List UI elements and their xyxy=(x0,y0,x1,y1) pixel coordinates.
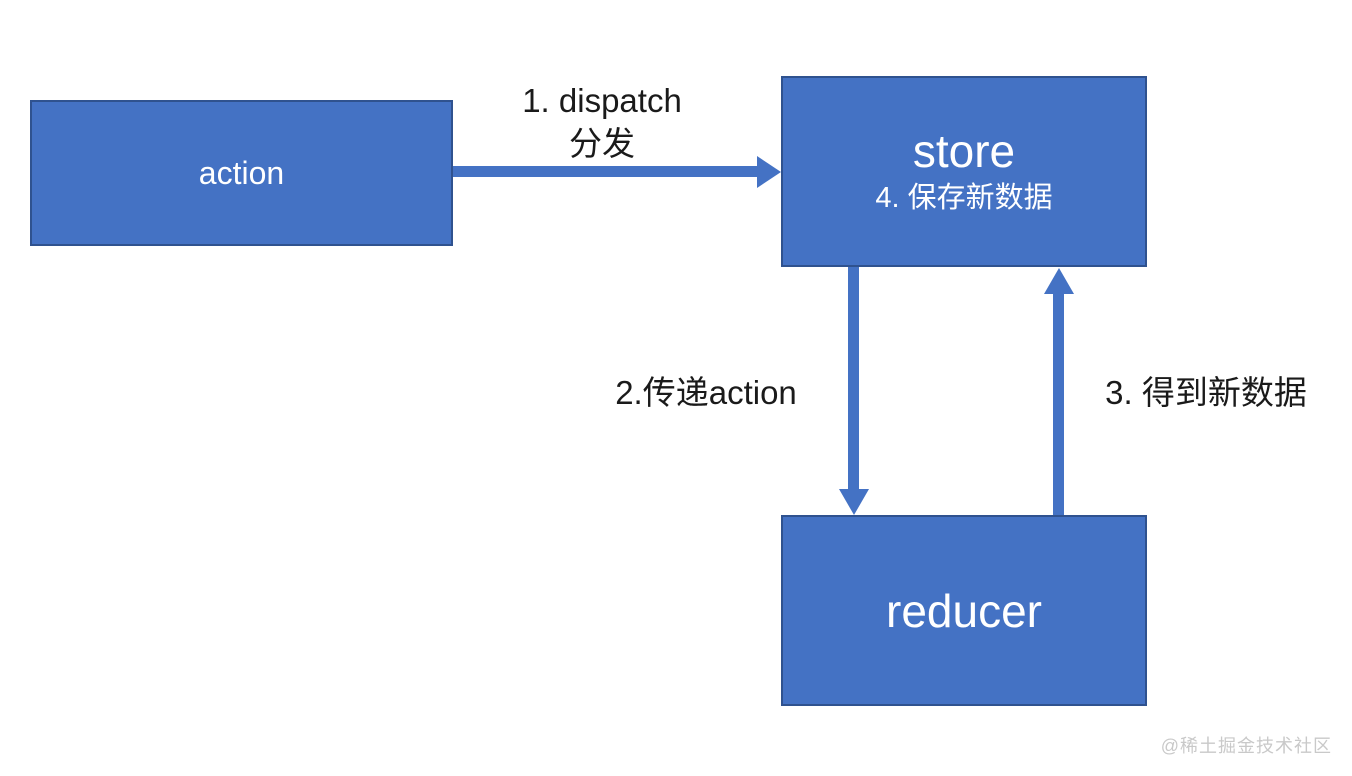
dispatch-edge-label-line1: 1. dispatch xyxy=(522,82,682,119)
pass-action-arrow-shaft xyxy=(848,267,859,490)
get-new-data-arrowhead-up-icon xyxy=(1044,268,1074,294)
node-store-sublabel: 4. 保存新数据 xyxy=(875,181,1053,214)
node-store: store 4. 保存新数据 xyxy=(781,76,1147,267)
dispatch-arrow-shaft xyxy=(453,166,759,177)
node-reducer: reducer xyxy=(781,515,1147,706)
dispatch-edge-label-line2: 分发 xyxy=(568,124,635,162)
node-reducer-label: reducer xyxy=(886,584,1042,637)
watermark: @稀土掘金技术社区 xyxy=(1160,736,1332,756)
node-action-label: action xyxy=(198,154,285,191)
dispatch-arrowhead-right-icon xyxy=(757,156,781,188)
get-new-data-arrow-shaft xyxy=(1053,293,1064,515)
get-new-data-edge-label: 3. 得到新数据 xyxy=(1105,374,1307,411)
dispatch-edge-label: 1. dispatch 分发 xyxy=(522,80,682,166)
pass-action-arrowhead-down-icon xyxy=(839,489,869,515)
node-action: action xyxy=(30,100,453,246)
node-store-label: store xyxy=(912,124,1016,177)
pass-action-edge-label: 2.传递action xyxy=(615,374,797,411)
